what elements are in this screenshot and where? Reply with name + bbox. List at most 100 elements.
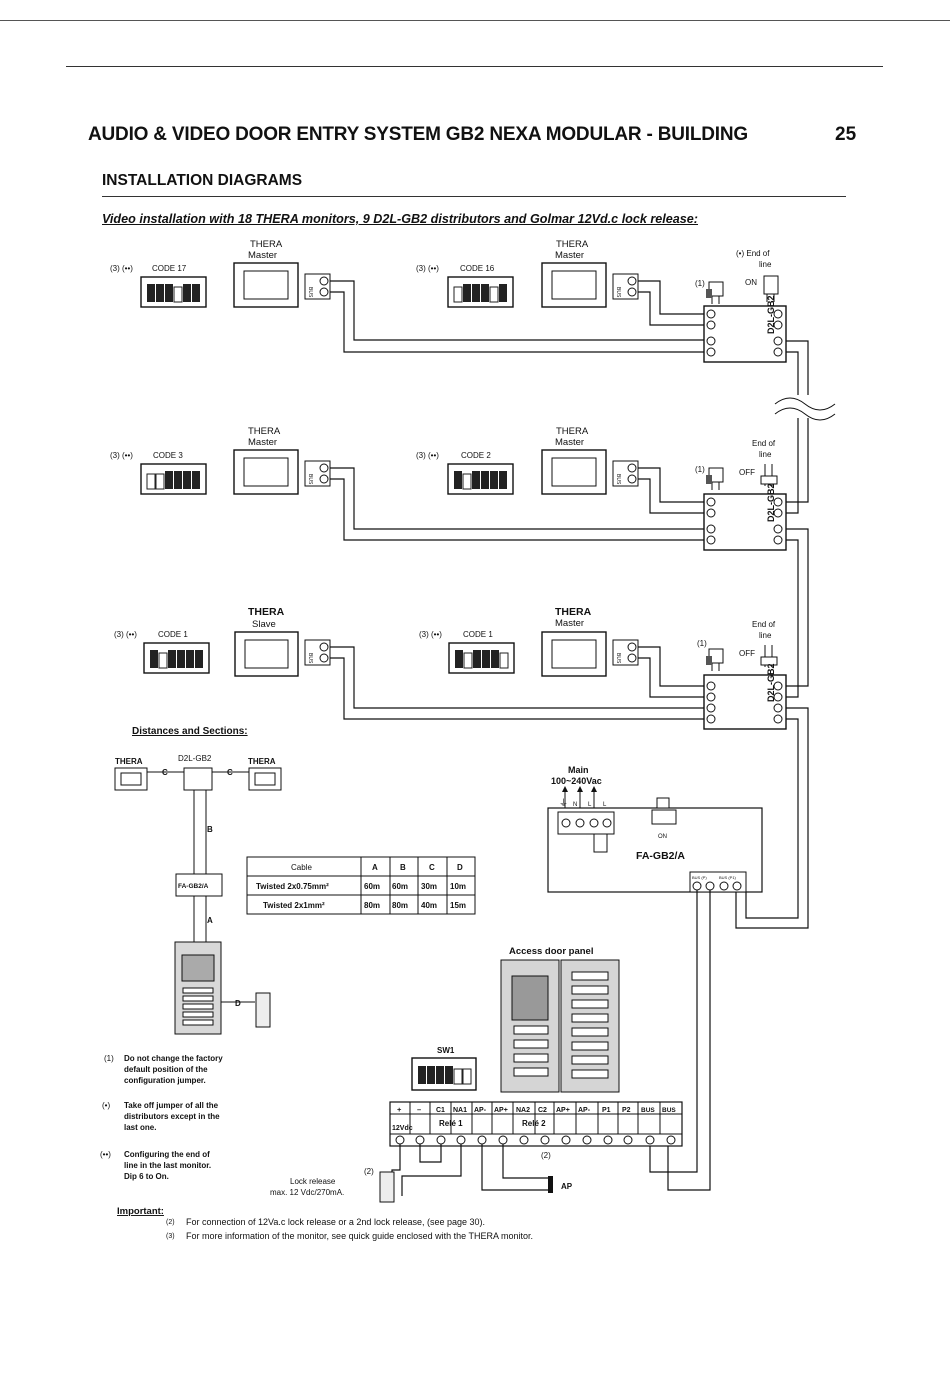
wire: [638, 478, 704, 514]
section-heading: INSTALLATION DIAGRAMS: [102, 172, 303, 189]
dip-switch: [411, 1057, 477, 1091]
table-cell: 80m: [392, 901, 408, 910]
terminal-label: AP+: [556, 1107, 570, 1114]
terminal-label: AP-: [578, 1107, 591, 1114]
note-mark: (2): [541, 1151, 551, 1160]
distance-b: B: [207, 825, 213, 834]
terminal-label: NA2: [516, 1107, 530, 1114]
dip-prefix: (3) (••): [110, 451, 133, 460]
power-supply: Main 100~240Vac ⏚ N L L ON FA-GB2/A BUS …: [547, 765, 763, 1191]
power-terminal-label: L: [588, 802, 592, 808]
note-mark: (1): [695, 465, 705, 474]
wire: [330, 657, 704, 720]
wire: [638, 291, 704, 326]
bus-terminal: BUS: [612, 273, 639, 300]
table-cell: Twisted 2x0.75mm²: [256, 882, 329, 891]
end-of-line-jumper: [763, 275, 779, 302]
cable-table: Cable A B C D Twisted 2x0.75mm² 60m 60m …: [246, 856, 476, 915]
code-label: CODE 17: [152, 264, 187, 273]
mains-voltage: 100~240Vac: [551, 776, 602, 786]
wire: [745, 718, 799, 919]
dip-prefix: (3) (••): [416, 451, 439, 460]
row-2: (3) (••) CODE 3 THERA Master BUS (3) (••…: [110, 418, 809, 698]
bus-label: BUS: [307, 474, 313, 485]
distance-label: FA-GB2/A: [178, 883, 209, 890]
wire: [786, 351, 799, 395]
distributor-model: D2L-GB2: [766, 295, 776, 334]
note-text: Dip 6 to On.: [124, 1172, 169, 1181]
end-of-line-label: End of: [752, 439, 776, 448]
terminal-label: BUS: [641, 1107, 655, 1114]
mini-distributor: [183, 767, 213, 791]
voltage-label: 12Vdc: [392, 1125, 413, 1132]
wire: [786, 528, 809, 687]
top-rule: [0, 20, 950, 21]
bus-terminal: BUS: [304, 460, 331, 487]
section-rule: [102, 196, 846, 197]
note-text: Do not change the factory: [124, 1054, 223, 1063]
bus-terminal: BUS: [612, 639, 639, 666]
config-jumper: [706, 467, 724, 490]
monitor-name: THERA: [555, 606, 592, 618]
note-text: line in the last monitor.: [124, 1161, 211, 1170]
header-rule: [66, 66, 883, 67]
monitor-role: Master: [248, 250, 277, 261]
distances-section: Distances and Sections: THERA D2L-GB2 TH…: [114, 726, 476, 1035]
wire: [786, 418, 809, 503]
table-header: B: [400, 863, 406, 872]
jumper-state: OFF: [739, 649, 755, 658]
monitor-screen: [244, 639, 289, 669]
distance-a: A: [207, 916, 213, 925]
table-header: C: [429, 863, 435, 872]
jumper-state: OFF: [739, 468, 755, 477]
distance-label: D2L-GB2: [178, 754, 212, 763]
terminal-labels: + – C1 NA1 AP- AP+ NA2 C2 AP+ AP- P1 P2 …: [397, 1105, 676, 1114]
terminal-label: AP-: [474, 1107, 487, 1114]
bus-terminal: BUS: [304, 273, 331, 300]
monitor-name: THERA: [248, 426, 281, 437]
important-title: Important:: [117, 1206, 164, 1217]
wire: [667, 890, 711, 1191]
table-cell: 80m: [364, 901, 380, 910]
end-of-line-jumper: [760, 464, 778, 486]
mini-lock: [255, 992, 271, 1028]
monitor-name: THERA: [248, 606, 285, 618]
monitor-role: Slave: [252, 619, 276, 630]
row-3: (3) (••) CODE 1 THERA Slave BUS (3) (••)…: [114, 606, 809, 929]
distance-d: D: [235, 999, 241, 1008]
dip-switch: [140, 463, 207, 495]
monitor-screen: [551, 457, 597, 487]
access-door-panel: Access door panel SW1 + – C1 NA1: [270, 946, 683, 1203]
end-of-line-jumper: [760, 645, 778, 667]
bus-terminal: BUS: [304, 639, 331, 666]
distances-title: Distances and Sections:: [132, 726, 248, 737]
terminal-label: BUS: [662, 1107, 676, 1114]
d2l-distributor: D2L-GB2: [703, 483, 787, 551]
bus-label: BUS: [615, 474, 621, 485]
code-label: CODE 1: [158, 630, 188, 639]
code-label: CODE 16: [460, 264, 495, 273]
monitor-role: Master: [555, 437, 584, 448]
mini-power-supply: [175, 873, 223, 897]
monitor-name: THERA: [250, 239, 283, 250]
page-title: AUDIO & VIDEO DOOR ENTRY SYSTEM GB2 NEXA…: [88, 124, 748, 145]
wire: [330, 467, 704, 530]
monitor-screen: [551, 270, 597, 300]
break-mark: [774, 397, 836, 411]
mains-label: Main: [568, 765, 589, 775]
power-bus-label: BUS (P): [692, 875, 707, 880]
wire: [649, 890, 698, 1173]
distance-c: C: [227, 768, 233, 777]
important-notes: Important: (2) For connection of 12Va.c …: [117, 1206, 533, 1241]
distance-label: THERA: [115, 757, 143, 766]
dip-switch: [140, 276, 207, 308]
important-text: For more information of the monitor, see…: [186, 1231, 533, 1241]
terminal-label: +: [397, 1105, 402, 1114]
sw1-label: SW1: [437, 1046, 455, 1055]
dip-prefix: (3) (••): [416, 264, 439, 273]
terminal-label: –: [417, 1105, 421, 1114]
note-mark: (1): [697, 639, 707, 648]
wire: [786, 340, 809, 395]
table-cell: 30m: [421, 882, 437, 891]
dip-switch: [143, 642, 210, 674]
